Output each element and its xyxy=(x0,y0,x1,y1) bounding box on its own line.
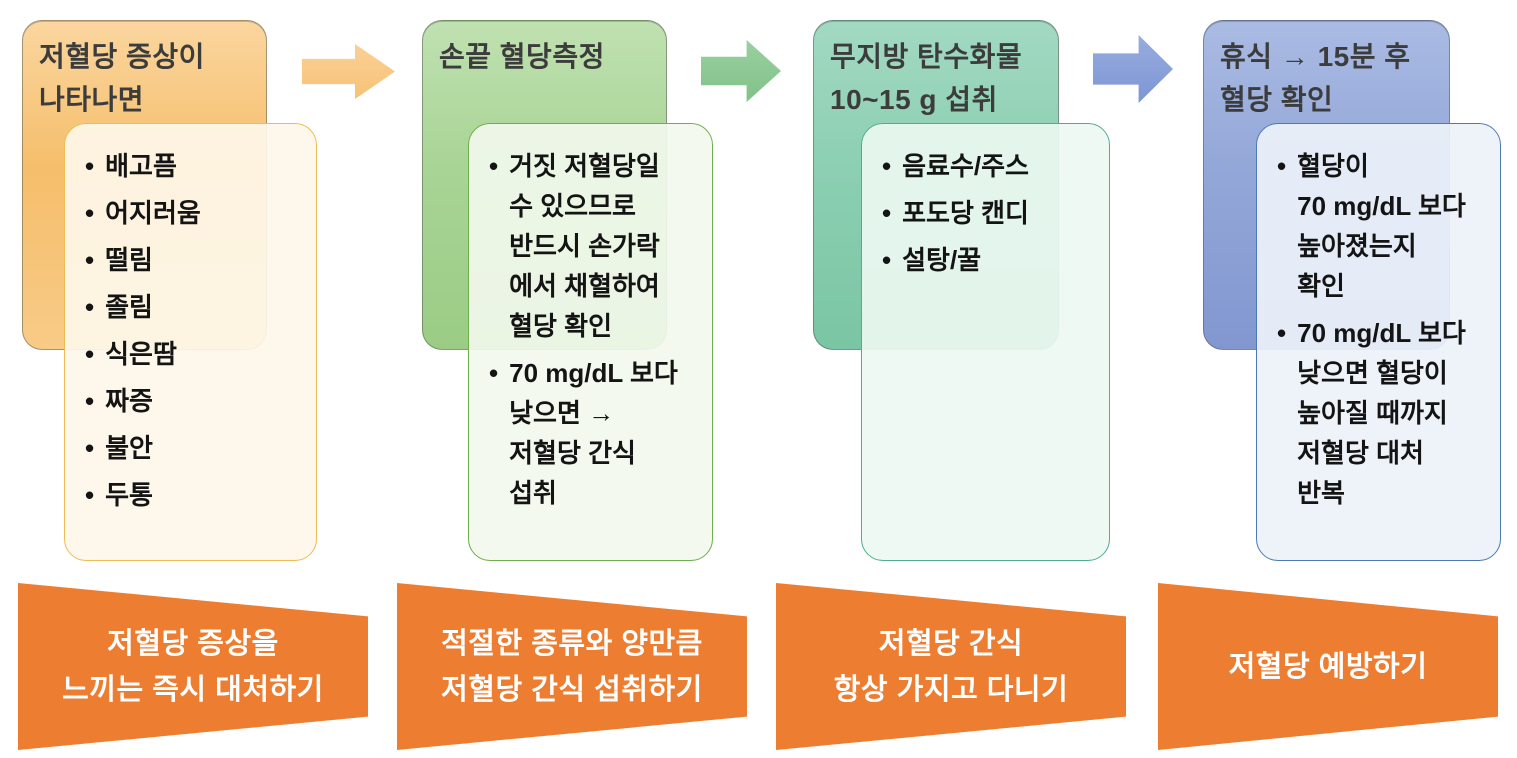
banner-line: 느끼는 즉시 대처하기 xyxy=(62,673,324,706)
step-1-action-banner: 저혈당 증상을 느끼는 즉시 대처하기 xyxy=(18,583,368,750)
list-item: • 졸림 xyxy=(85,287,308,327)
bullet-dot-icon: • xyxy=(85,198,95,228)
bullet-dot-icon: • xyxy=(85,339,95,369)
banner-line: 저혈당 간식 섭취하기 xyxy=(441,673,703,706)
bullet-text: 혈당이 xyxy=(1297,151,1369,181)
snack-list: • 음료수/주스 • 포도당 캔디 • 설탕/꿀 xyxy=(882,146,1101,280)
bullet-text: 70 mg/dL 보다 xyxy=(1297,191,1466,221)
step-3-detail-card: • 음료수/주스 • 포도당 캔디 • 설탕/꿀 xyxy=(861,123,1110,561)
bullet-text: 반복 xyxy=(1297,478,1345,508)
bullet-text: 저혈당 대처 xyxy=(1297,438,1424,468)
list-item: • 70 mg/dL 보다 낮으면 → 저혈당 간식 섭취 xyxy=(489,353,704,513)
list-item: • 거짓 저혈당일 수 있으므로 반드시 손가락 에서 채혈하여 혈당 확인 xyxy=(489,146,704,346)
step-2-action-banner: 적절한 종류와 양만큼 저혈당 간식 섭취하기 xyxy=(397,583,747,750)
bullet-dot-icon: • xyxy=(1277,318,1287,348)
step-4-header-line: 휴식 → 15분 후 xyxy=(1220,41,1411,72)
arrow-right-icon xyxy=(302,44,395,99)
list-item: • 식은땀 xyxy=(85,334,308,374)
bullet-text: 높아질 때까지 xyxy=(1297,398,1448,428)
list-item: • 불안 xyxy=(85,428,308,468)
step-1-detail-card: • 배고픔 • 어지러움 • 떨림 • 졸림 • 식은땀 xyxy=(64,123,317,561)
banner-line: 저혈당 간식 xyxy=(878,627,1024,660)
bullet-text: 음료수/주스 xyxy=(902,151,1029,181)
bullet-dot-icon: • xyxy=(85,386,95,416)
bullet-text: 높아졌는지 xyxy=(1297,231,1417,261)
step-4-header-line: 혈당 확인 xyxy=(1220,84,1334,115)
list-item: • 어지러움 xyxy=(85,193,308,233)
bullet-dot-icon: • xyxy=(489,151,499,181)
bullet-dot-icon: • xyxy=(882,245,892,275)
bullet-text: 저혈당 간식 xyxy=(509,438,636,468)
banner-line: 적절한 종류와 양만큼 xyxy=(441,627,703,660)
bullet-text: 식은땀 xyxy=(105,339,177,369)
arrow-right-icon xyxy=(701,40,781,102)
bullet-dot-icon: • xyxy=(489,358,499,388)
bullet-text: 70 mg/dL 보다 xyxy=(1297,318,1466,348)
bullet-text: 에서 채혈하여 xyxy=(509,271,660,301)
banner-line: 항상 가지고 다니기 xyxy=(833,673,1069,706)
bullet-dot-icon: • xyxy=(85,433,95,463)
bullet-text: 70 mg/dL 보다 xyxy=(509,358,678,388)
banner-line: 저혈당 예방하기 xyxy=(1228,650,1428,683)
instruction-list: • 거짓 저혈당일 수 있으므로 반드시 손가락 에서 채혈하여 혈당 확인 •… xyxy=(489,146,704,513)
list-item: • 두통 xyxy=(85,475,308,515)
bullet-text: 졸림 xyxy=(105,292,153,322)
banner-line: 저혈당 증상을 xyxy=(107,627,279,660)
bullet-dot-icon: • xyxy=(882,198,892,228)
arrow-right-icon xyxy=(1093,35,1173,103)
bullet-text: 수 있으므로 xyxy=(509,191,636,221)
list-item: • 음료수/주스 xyxy=(882,146,1101,186)
bullet-text: 배고픔 xyxy=(105,151,177,181)
bullet-text: 섭취 xyxy=(509,478,557,508)
symptom-list: • 배고픔 • 어지러움 • 떨림 • 졸림 • 식은땀 xyxy=(85,146,308,515)
recheck-list: • 혈당이 70 mg/dL 보다 높아졌는지 확인 • 70 mg/dL 보다… xyxy=(1277,146,1492,513)
list-item: • 설탕/꿀 xyxy=(882,240,1101,280)
bullet-text: 떨림 xyxy=(105,245,153,275)
bullet-text: 포도당 캔디 xyxy=(902,198,1029,228)
bullet-dot-icon: • xyxy=(85,292,95,322)
bullet-text: 반드시 손가락 xyxy=(509,231,660,261)
bullet-text: 설탕/꿀 xyxy=(902,245,982,275)
bullet-text: 짜증 xyxy=(105,386,153,416)
step-2-header-line: 손끝 혈당측정 xyxy=(439,41,605,72)
bullet-text: 두통 xyxy=(105,480,153,510)
bullet-text: 낮으면 → xyxy=(509,398,615,428)
bullet-text: 혈당 확인 xyxy=(509,311,613,341)
step-1-header-line: 나타나면 xyxy=(39,84,145,115)
bullet-dot-icon: • xyxy=(1277,151,1287,181)
bullet-text: 거짓 저혈당일 xyxy=(509,151,660,181)
bullet-dot-icon: • xyxy=(85,480,95,510)
bullet-text: 확인 xyxy=(1297,271,1345,301)
bullet-dot-icon: • xyxy=(882,151,892,181)
list-item: • 혈당이 70 mg/dL 보다 높아졌는지 확인 xyxy=(1277,146,1492,306)
list-item: • 짜증 xyxy=(85,381,308,421)
list-item: • 배고픔 xyxy=(85,146,308,186)
step-3-header-line: 무지방 탄수화물 xyxy=(830,41,1023,72)
list-item: • 70 mg/dL 보다 낮으면 혈당이 높아질 때까지 저혈당 대처 반복 xyxy=(1277,313,1492,513)
bullet-text: 어지러움 xyxy=(105,198,201,228)
bullet-text: 불안 xyxy=(105,433,153,463)
bullet-dot-icon: • xyxy=(85,245,95,275)
list-item: • 떨림 xyxy=(85,240,308,280)
bullet-text: 낮으면 혈당이 xyxy=(1297,358,1448,388)
step-3-action-banner: 저혈당 간식 항상 가지고 다니기 xyxy=(776,583,1126,750)
step-1-header-line: 저혈당 증상이 xyxy=(39,41,205,72)
step-4-action-banner: 저혈당 예방하기 xyxy=(1158,583,1498,750)
step-3-header-line: 10~15 g 섭취 xyxy=(830,84,998,115)
bullet-dot-icon: • xyxy=(85,151,95,181)
step-2-detail-card: • 거짓 저혈당일 수 있으므로 반드시 손가락 에서 채혈하여 혈당 확인 •… xyxy=(468,123,713,561)
list-item: • 포도당 캔디 xyxy=(882,193,1101,233)
step-4-detail-card: • 혈당이 70 mg/dL 보다 높아졌는지 확인 • 70 mg/dL 보다… xyxy=(1256,123,1501,561)
